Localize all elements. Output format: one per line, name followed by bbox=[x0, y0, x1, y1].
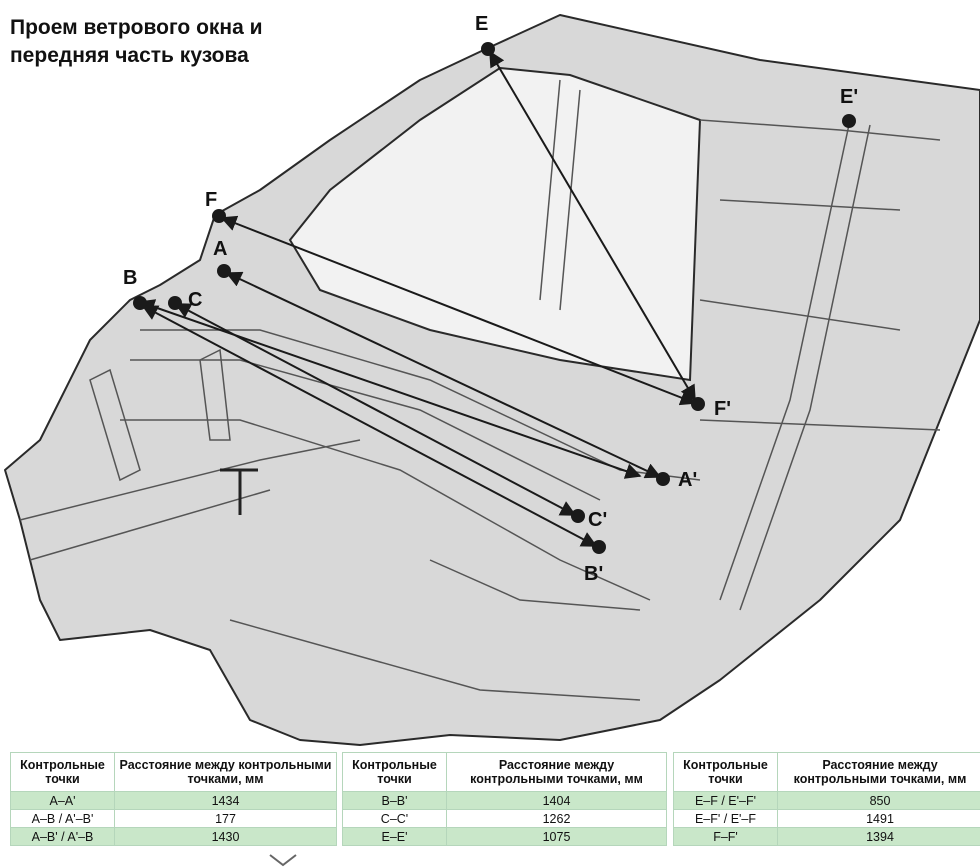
table-header-distance: Расстояние между контрольными точками, м… bbox=[114, 752, 337, 792]
cell-points: F–F' bbox=[673, 827, 778, 846]
chevron-down-icon bbox=[269, 854, 297, 867]
cell-distance: 1262 bbox=[446, 809, 667, 828]
point-F-prime bbox=[691, 397, 705, 411]
label-B: B bbox=[123, 267, 137, 289]
cell-points: C–C' bbox=[342, 809, 447, 828]
distance-table-3: Контрольные точки Расстояние между контр… bbox=[673, 752, 980, 846]
table-header-distance: Расстояние между контрольными точками, м… bbox=[777, 752, 980, 792]
cell-distance: 1075 bbox=[446, 827, 667, 846]
table-row: E–F / E'–F'850 bbox=[673, 791, 980, 810]
label-F-prime: F' bbox=[714, 398, 731, 420]
cell-points: E–F / E'–F' bbox=[673, 791, 778, 810]
point-E-prime bbox=[842, 114, 856, 128]
label-B-prime: B' bbox=[584, 563, 603, 585]
table-row: A–B / A'–B'177 bbox=[10, 809, 337, 828]
cell-distance: 1434 bbox=[114, 791, 337, 810]
table-row: B–B'1404 bbox=[342, 791, 667, 810]
control-points bbox=[133, 42, 856, 554]
cell-distance: 1430 bbox=[114, 827, 337, 846]
table-row: A–A'1434 bbox=[10, 791, 337, 810]
label-C: C bbox=[188, 289, 202, 311]
point-F bbox=[212, 209, 226, 223]
point-B bbox=[133, 296, 147, 310]
cell-distance: 850 bbox=[777, 791, 980, 810]
distance-table-1: Контрольные точки Расстояние между контр… bbox=[10, 752, 337, 846]
cell-points: A–B' / A'–B bbox=[10, 827, 115, 846]
table-row: F–F'1394 bbox=[673, 827, 980, 846]
cell-points: A–A' bbox=[10, 791, 115, 810]
point-C bbox=[168, 296, 182, 310]
cell-points: E–E' bbox=[342, 827, 447, 846]
point-E bbox=[481, 42, 495, 56]
table-row: E–E'1075 bbox=[342, 827, 667, 846]
distance-table-2: Контрольные точки Расстояние между контр… bbox=[342, 752, 667, 846]
label-A-prime: A' bbox=[678, 469, 697, 491]
measurement-arrows bbox=[138, 50, 697, 547]
cell-distance: 1491 bbox=[777, 809, 980, 828]
table-row: C–C'1262 bbox=[342, 809, 667, 828]
cell-points: E–F' / E'–F bbox=[673, 809, 778, 828]
cell-points: B–B' bbox=[342, 791, 447, 810]
diagram-title: Проем ветрового окна и передняя часть ку… bbox=[10, 16, 263, 67]
table-header-points: Контрольные точки bbox=[673, 752, 778, 792]
point-A-prime bbox=[656, 472, 670, 486]
label-F: F bbox=[205, 189, 217, 211]
label-E-prime: E' bbox=[840, 86, 858, 108]
table-header-points: Контрольные точки bbox=[342, 752, 447, 792]
point-C-prime bbox=[571, 509, 585, 523]
arrow-B-Bprime bbox=[141, 305, 598, 547]
cell-distance: 1394 bbox=[777, 827, 980, 846]
label-A: A bbox=[213, 238, 227, 260]
cell-distance: 177 bbox=[114, 809, 337, 828]
label-E: E bbox=[475, 13, 488, 35]
point-B-prime bbox=[592, 540, 606, 554]
table-header-points: Контрольные точки bbox=[10, 752, 115, 792]
cell-points: A–B / A'–B' bbox=[10, 809, 115, 828]
label-C-prime: C' bbox=[588, 509, 607, 531]
cell-distance: 1404 bbox=[446, 791, 667, 810]
point-A bbox=[217, 264, 231, 278]
table-header-distance: Расстояние между контрольными точками, м… bbox=[446, 752, 667, 792]
